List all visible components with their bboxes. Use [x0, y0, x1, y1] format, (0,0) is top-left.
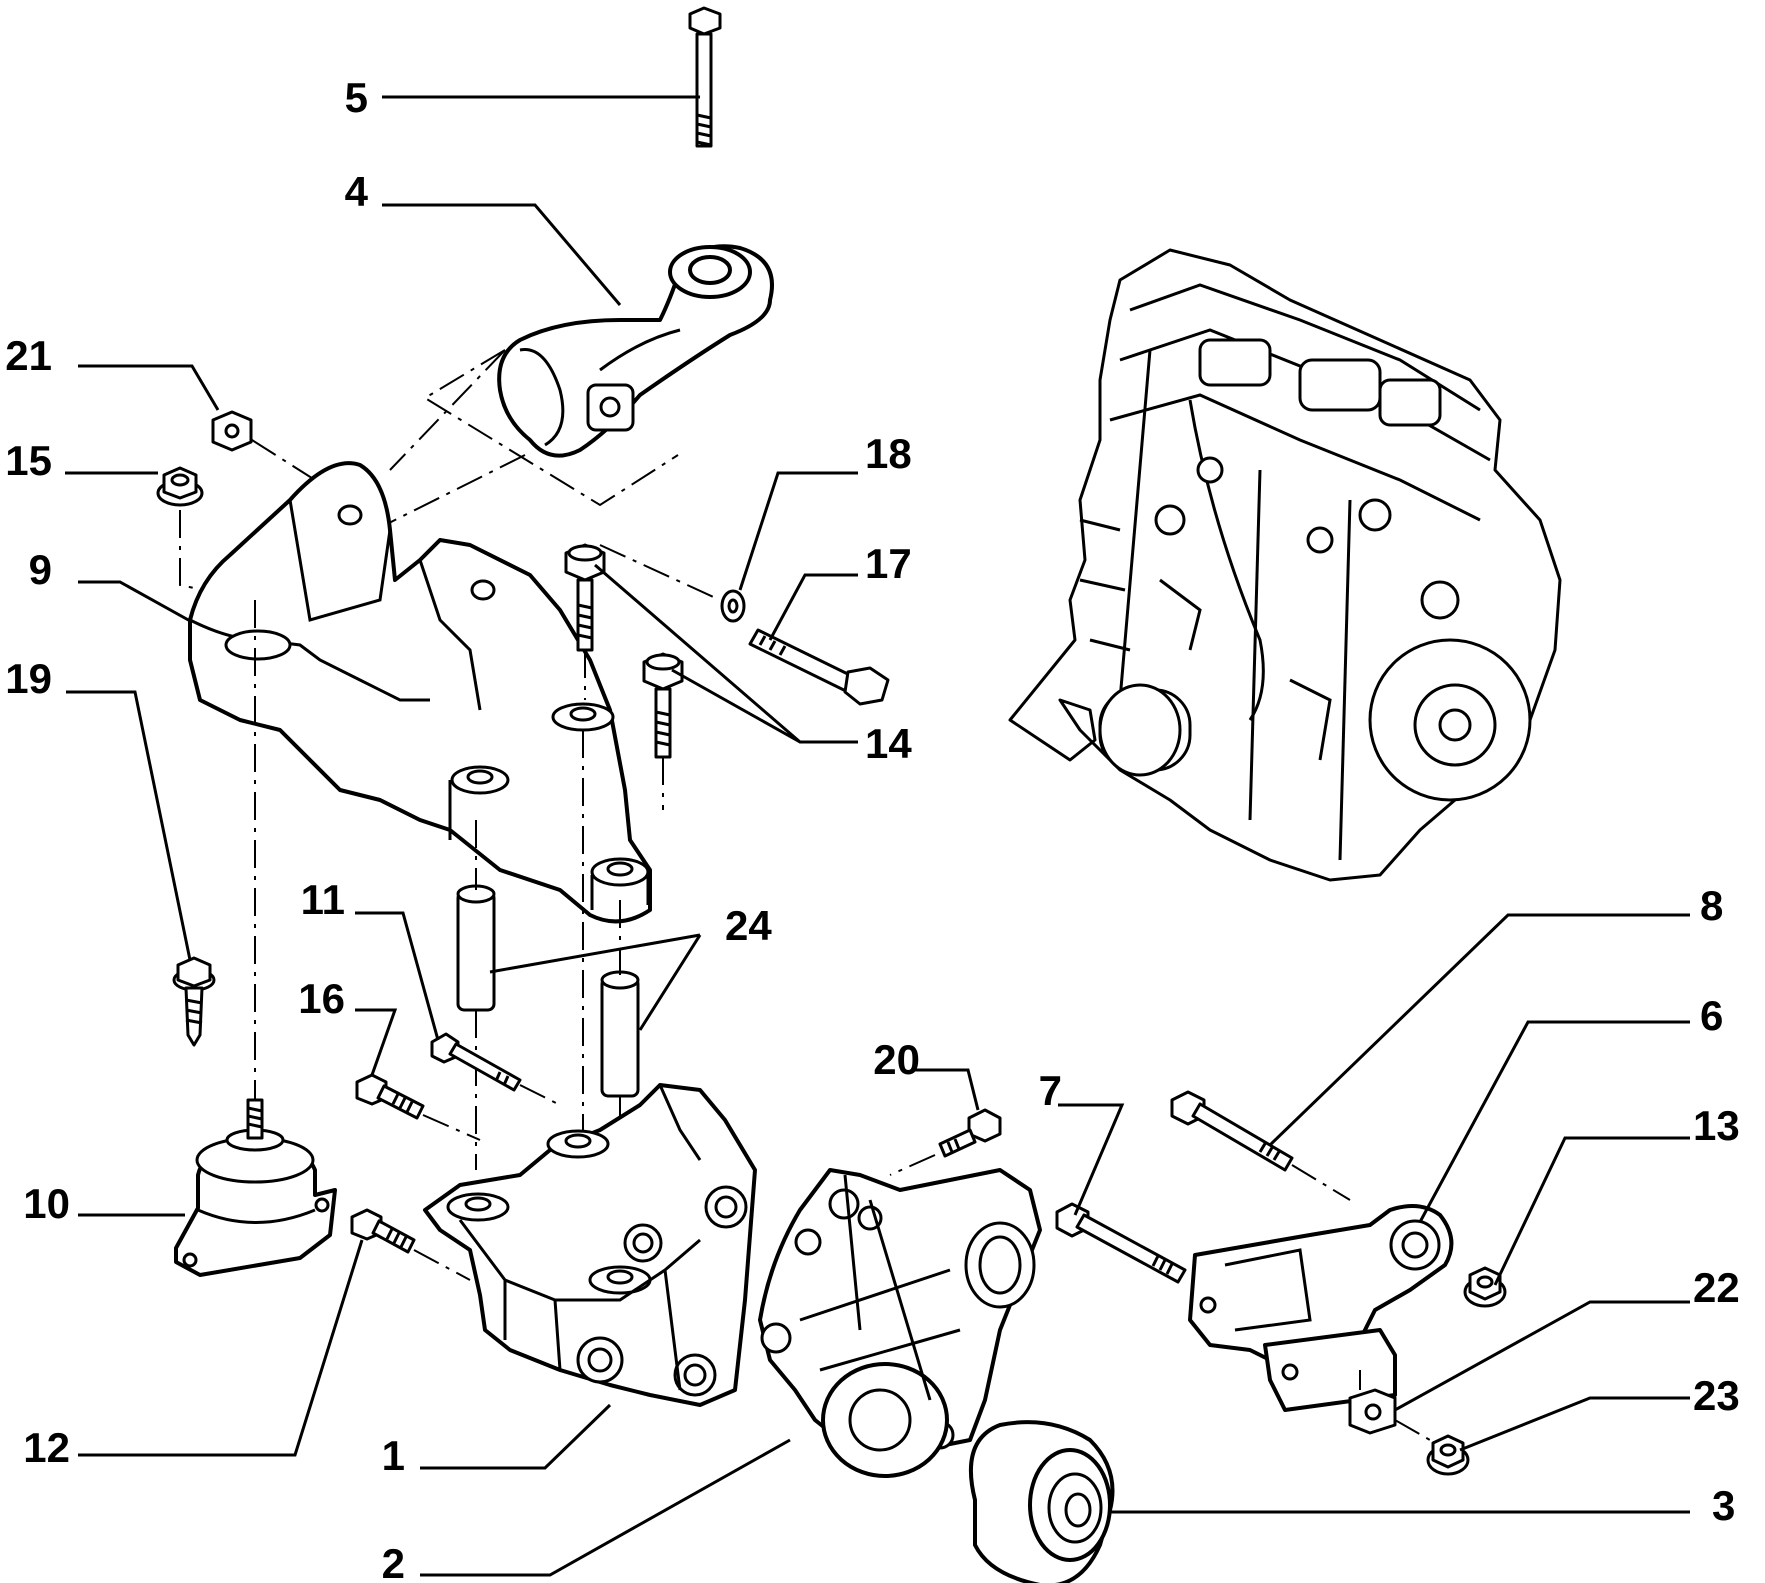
callout-9: 9 — [29, 546, 52, 593]
leader-19 — [66, 690, 192, 961]
engine-component — [1298, 358, 1382, 412]
assembly-line — [519, 1084, 561, 1106]
callout-11: 11 — [301, 876, 345, 923]
part-7-bolt — [1055, 1202, 1187, 1284]
leader-6 — [1418, 1020, 1690, 1223]
part-21-square-nut — [211, 410, 253, 452]
part-19-screw — [172, 956, 216, 1047]
leader-4 — [382, 203, 622, 306]
assembly-line — [1291, 1164, 1351, 1201]
leader-12 — [78, 1239, 364, 1457]
part-20-bolt — [938, 1108, 1002, 1158]
callout-16: 16 — [298, 975, 345, 1022]
callout-4: 4 — [345, 168, 369, 215]
part-13-nut — [1463, 1266, 1507, 1308]
assembly-line — [422, 1114, 481, 1141]
part-15-flange-nut — [156, 466, 204, 507]
part-16-bolt — [355, 1073, 425, 1120]
assembly-line — [599, 544, 721, 601]
engine-component — [1198, 338, 1272, 387]
callout-14: 14 — [865, 720, 912, 767]
leader-17 — [768, 573, 858, 641]
assembly-line — [475, 730, 621, 1260]
part-10-rubber-mount — [174, 1098, 337, 1277]
leader-7 — [1058, 1103, 1125, 1216]
callout-3: 3 — [1712, 1482, 1735, 1529]
part-12-bolt — [350, 1208, 416, 1254]
part-22-cage-nut — [1348, 1388, 1397, 1435]
leader-11 — [355, 911, 440, 1041]
leader-2 — [420, 1438, 791, 1577]
callout-10: 10 — [23, 1180, 70, 1227]
callout-24: 24 — [725, 902, 772, 949]
leader-14 — [594, 563, 858, 744]
callout-8: 8 — [1700, 882, 1723, 929]
part-2-gearbox-bracket — [758, 1168, 1042, 1478]
callout-6: 6 — [1700, 992, 1723, 1039]
leader-24 — [489, 933, 702, 1031]
callout-20: 20 — [873, 1036, 920, 1083]
leader-9 — [78, 580, 193, 624]
callout-22: 22 — [1693, 1264, 1740, 1311]
callout-19: 19 — [5, 655, 52, 702]
leader-8 — [1268, 913, 1690, 1147]
callout-7: 7 — [1039, 1067, 1062, 1114]
callout-18: 18 — [865, 430, 912, 477]
assembly-line — [423, 349, 679, 507]
part-5-bolt — [688, 6, 722, 148]
callout-21: 21 — [5, 332, 52, 379]
leader-lines — [65, 95, 1690, 1577]
callout-1: 1 — [382, 1432, 405, 1479]
leader-16 — [355, 1008, 398, 1076]
leader-18 — [738, 471, 858, 591]
callout-5: 5 — [345, 74, 368, 121]
part-3-bush — [968, 1420, 1115, 1583]
assembly-line — [374, 349, 526, 531]
assembly-line — [413, 1249, 471, 1281]
engine-assembly-illustration — [1008, 248, 1562, 882]
callout-13: 13 — [1693, 1102, 1740, 1149]
leader-21 — [78, 364, 220, 411]
part-9-bracket — [188, 461, 652, 924]
assembly-line — [584, 650, 664, 810]
part-11-screw — [430, 1032, 522, 1092]
part-6-torque-rod — [1188, 1204, 1454, 1412]
engine-component — [1378, 378, 1442, 427]
leader-23 — [1459, 1396, 1690, 1452]
assembly-line — [251, 439, 316, 481]
callout-23: 23 — [1693, 1372, 1740, 1419]
callout-2: 2 — [382, 1540, 405, 1583]
leader-13 — [1493, 1136, 1690, 1286]
assembly-line — [889, 1154, 936, 1176]
part-24-sleeves — [456, 884, 640, 1098]
leader-20 — [915, 1068, 980, 1111]
leader-1 — [420, 1403, 612, 1470]
part-1-lower-bracket — [423, 1083, 757, 1407]
part-4-torque-rod — [497, 244, 774, 458]
callout-17: 17 — [865, 540, 912, 587]
part-17-bolt — [748, 628, 890, 706]
part-18-washer — [720, 589, 746, 623]
part-23-flange-nut — [1426, 1434, 1470, 1476]
callout-numbers: 5 4 21 15 9 19 18 17 14 11 24 16 10 12 1… — [5, 74, 1739, 1583]
callout-12: 12 — [23, 1424, 70, 1471]
callout-15: 15 — [5, 437, 52, 484]
part-8-bolt — [1170, 1090, 1294, 1172]
assembly-line — [1359, 1370, 1431, 1441]
leader-22 — [1394, 1300, 1690, 1412]
